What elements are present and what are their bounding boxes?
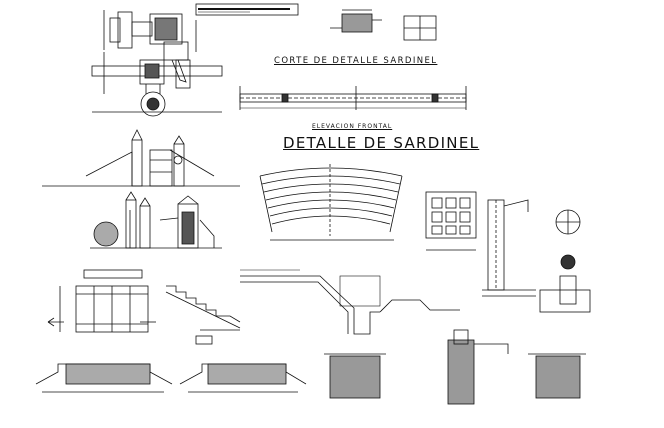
stair-section	[165, 285, 241, 345]
playground-elevation	[42, 129, 240, 187]
corte-title: CORTE DE DETALLE SARDINEL	[274, 56, 438, 66]
corte-section	[239, 86, 467, 110]
detalle-title: DETALLE DE SARDINEL	[283, 134, 480, 152]
playground-3d-view	[90, 191, 222, 249]
block-grid-detail	[425, 191, 477, 251]
ramp-section	[240, 269, 460, 335]
footing-details	[35, 329, 586, 405]
handrail-plan	[47, 269, 156, 333]
small-curb-detail	[330, 9, 437, 41]
title-block	[195, 3, 299, 16]
curved-bench-plan	[259, 164, 403, 241]
elevation-title: ELEVACION FRONTAL	[312, 123, 393, 130]
playground-plan-view	[91, 10, 223, 117]
column-section	[482, 199, 591, 313]
